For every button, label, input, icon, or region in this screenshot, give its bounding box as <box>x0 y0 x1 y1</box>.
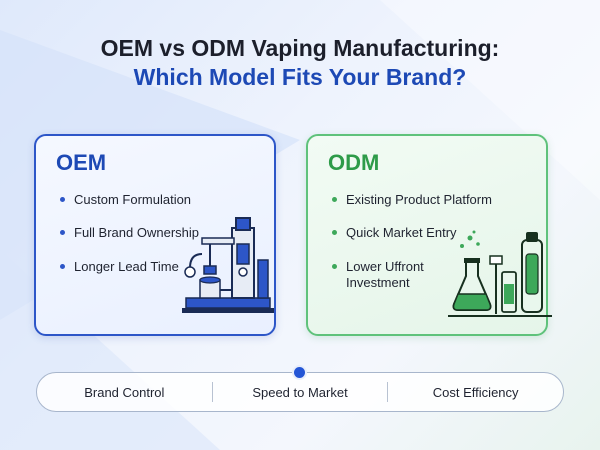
oem-heading: OEM <box>56 150 107 175</box>
title-line-2: Which Model Fits Your Brand? <box>133 64 467 91</box>
lab-flask-vape-device-icon <box>448 230 552 317</box>
odm-card: ODM Existing Product Platform Quick Mark… <box>306 134 548 336</box>
title-line-1: OEM vs ODM Vaping Manufacturing: <box>100 35 500 61</box>
comparison-cost-efficiency: Cost Efficiency <box>432 384 519 400</box>
comparison-brand-control: Brand Control <box>84 384 165 400</box>
odm-feature-item: Lower Uffront Investment <box>332 259 446 292</box>
oem-feature-item: Longer Lead Time <box>60 259 199 275</box>
comparison-bar: Brand Control Speed to Market Cost Effic… <box>36 372 564 412</box>
comparison-divider <box>211 382 213 402</box>
comparison-speed-to-market: Speed to Market <box>252 384 348 400</box>
slider-marker-dot <box>294 367 305 378</box>
odm-heading: ODM <box>328 150 380 175</box>
industrial-machine-icon <box>182 217 274 313</box>
oem-feature-list: Custom Formulation Full Brand Ownership … <box>60 192 199 292</box>
page-title: OEM vs ODM Vaping Manufacturing: Which M… <box>0 34 600 93</box>
oem-feature-item: Custom Formulation <box>60 192 199 208</box>
odm-feature-item: Quick Market Entry <box>332 225 492 241</box>
comparison-divider <box>387 382 389 402</box>
odm-feature-list: Existing Product Platform Quick Market E… <box>332 192 492 308</box>
oem-feature-item: Full Brand Ownership <box>60 225 199 241</box>
odm-feature-item: Existing Product Platform <box>332 192 492 208</box>
